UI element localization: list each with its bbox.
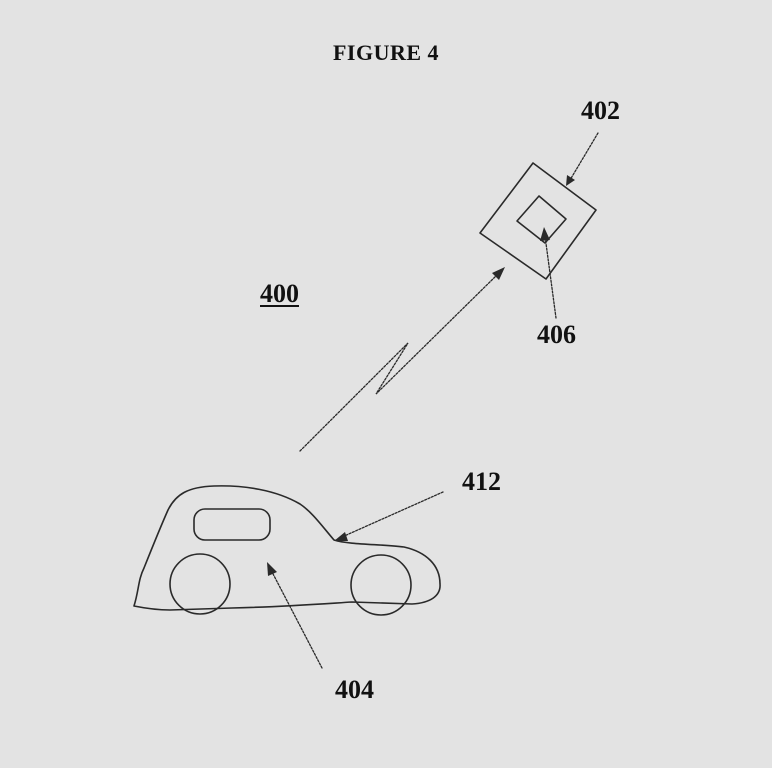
car-window-icon <box>193 508 271 541</box>
label-404: 404 <box>335 675 374 704</box>
label-412: 412 <box>462 467 501 496</box>
car-404-icon <box>133 485 441 616</box>
leader-404 <box>267 562 323 669</box>
leader-412 <box>334 491 444 541</box>
car-front-wheel-icon <box>169 553 231 615</box>
inner-square-406-icon <box>516 195 567 244</box>
label-406: 406 <box>537 320 576 349</box>
wireless-link-icon <box>299 267 505 452</box>
leader-406 <box>540 227 557 319</box>
car-rear-wheel-icon <box>350 554 412 616</box>
leader-402 <box>566 132 599 186</box>
figure-title: FIGURE 4 <box>332 40 440 65</box>
device-402-icon <box>479 162 597 280</box>
label-400: 400 <box>260 279 299 308</box>
label-402: 402 <box>581 96 620 125</box>
